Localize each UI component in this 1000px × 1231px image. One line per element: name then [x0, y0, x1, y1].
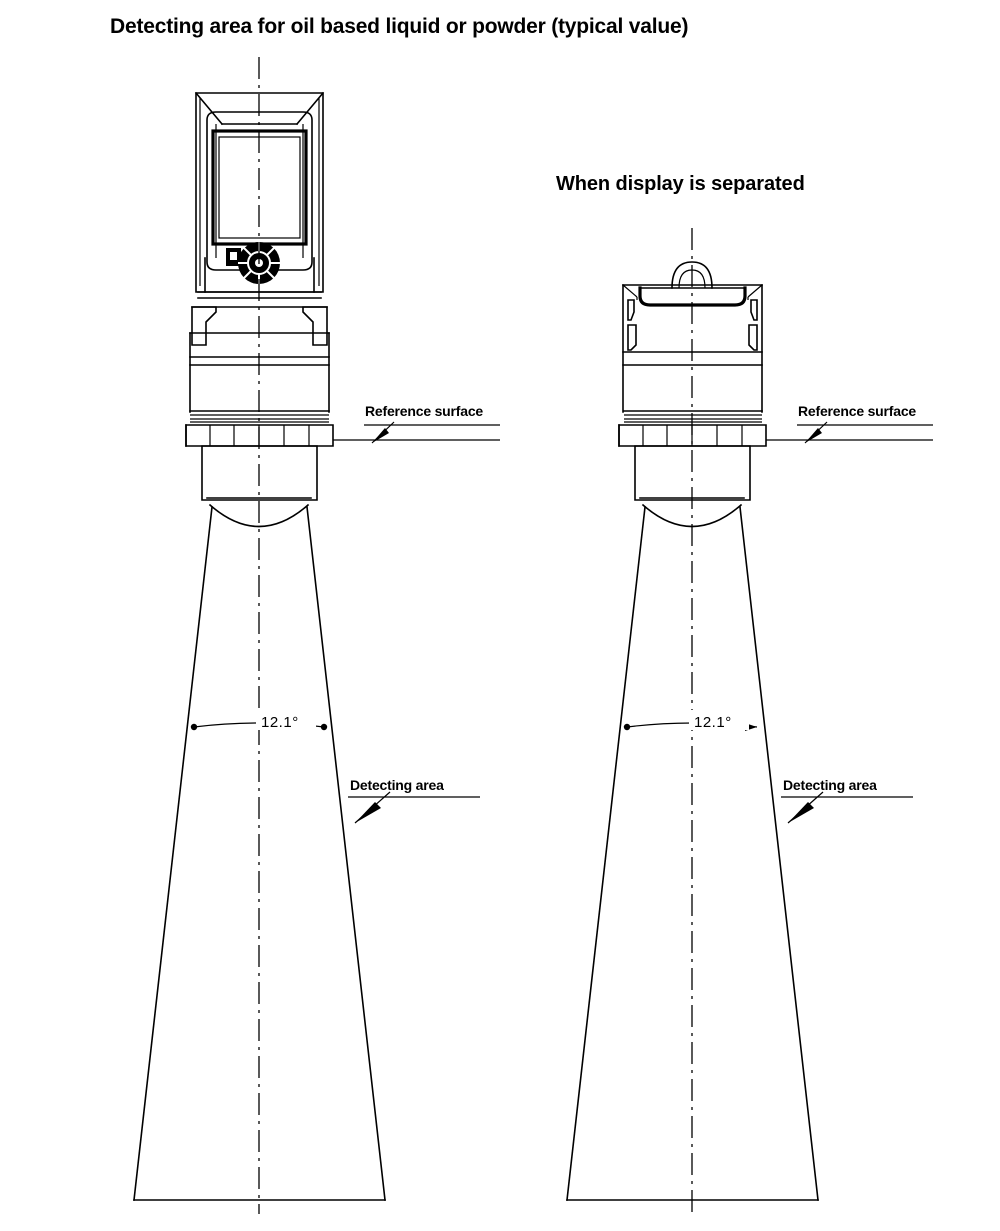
right-figure: Reference surface 12.1° Detecting area — [566, 228, 933, 1214]
detecting-area-label: Detecting area — [783, 777, 877, 793]
gasket-rings — [623, 410, 763, 423]
left-figure: Reference surface 12.1° Detecting area — [133, 57, 500, 1214]
detecting-beam-cone — [133, 506, 386, 1201]
callout-detecting-area: Detecting area — [348, 777, 480, 824]
callout-reference-surface: Reference surface — [333, 403, 500, 444]
right-figure-subtitle: When display is separated — [556, 173, 805, 195]
angle-dimension: 12.1° — [190, 710, 328, 731]
horn-antenna — [206, 497, 312, 528]
angle-label: 12.1° — [694, 714, 732, 731]
angle-label: 12.1° — [261, 714, 299, 731]
reference-surface-label: Reference surface — [365, 403, 483, 419]
page-title: Detecting area for oil based liquid or p… — [110, 15, 688, 38]
angle-dimension: 12.1° — [623, 710, 758, 731]
callout-reference-surface: Reference surface — [766, 403, 933, 444]
indicator-button[interactable] — [226, 248, 241, 266]
callout-detecting-area: Detecting area — [781, 777, 913, 824]
reference-surface-label: Reference surface — [798, 403, 916, 419]
hex-nut — [618, 424, 767, 447]
detecting-area-label: Detecting area — [350, 777, 444, 793]
